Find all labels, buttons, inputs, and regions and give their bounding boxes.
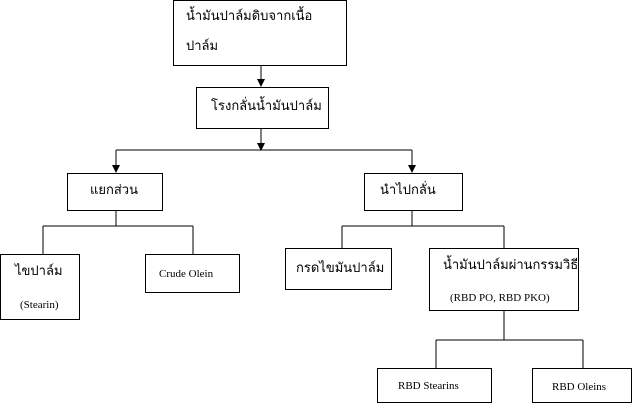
- node-palm-oil-mill: โรงกลั่นน้ำมันปาล์ม: [196, 87, 329, 129]
- node-crude-olein: Crude Olein: [145, 254, 240, 293]
- node-fractionation: แยกส่วน: [67, 173, 163, 211]
- node-fractionation-label: แยกส่วน: [90, 183, 138, 198]
- node-refined-palm-oil: น้ำมันปาล์มผ่านกรรมวิธี (RBD PO, RBD PKO…: [429, 248, 579, 311]
- node-crude-palm-oil-line1: น้ำมันปาล์มดิบจากเนื้อ: [186, 9, 313, 24]
- node-crude-palm-oil: น้ำมันปาล์มดิบจากเนื้อ ปาล์ม: [173, 0, 347, 66]
- node-rbd-stearins-label: RBD Stearins: [398, 380, 459, 392]
- node-refined-palm-oil-line2: (RBD PO, RBD PKO): [450, 292, 550, 304]
- node-palm-stearin-line1: ไขปาล์ม: [15, 264, 63, 279]
- node-refining-label: นำไปกลั่น: [380, 183, 436, 198]
- node-palm-stearin-line2: (Stearin): [20, 299, 59, 311]
- node-rbd-oleins-label: RBD Oleins: [552, 381, 607, 393]
- node-refined-palm-oil-line1: น้ำมันปาล์มผ่านกรรมวิธี: [443, 258, 579, 273]
- node-palm-oil-mill-label: โรงกลั่นน้ำมันปาล์ม: [211, 99, 322, 114]
- node-palm-fatty-acid-label: กรดไขมันปาล์ม: [296, 261, 385, 276]
- node-palm-fatty-acid: กรดไขมันปาล์ม: [285, 248, 392, 290]
- node-refining: นำไปกลั่น: [364, 173, 463, 211]
- node-rbd-oleins: RBD Oleins: [532, 368, 632, 403]
- node-palm-stearin: ไขปาล์ม (Stearin): [0, 254, 80, 320]
- node-crude-olein-label: Crude Olein: [159, 268, 214, 280]
- node-crude-palm-oil-line2: ปาล์ม: [186, 39, 219, 54]
- node-rbd-stearins: RBD Stearins: [377, 368, 492, 403]
